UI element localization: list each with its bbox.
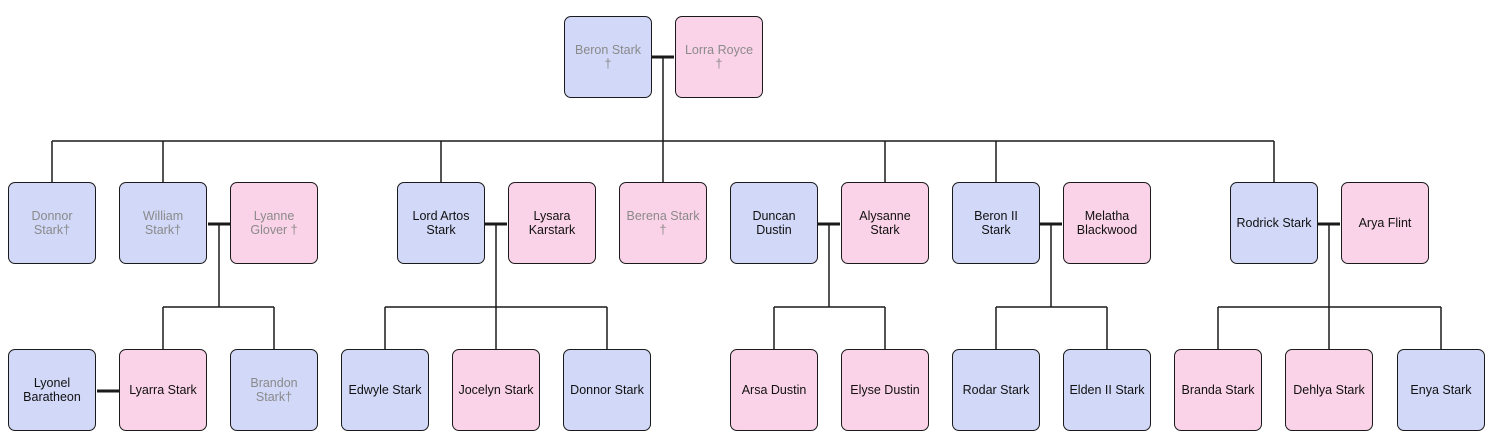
person-name: Donnor Stark: [570, 383, 644, 397]
person-name: Jocelyn Stark: [458, 383, 534, 397]
person-brandon-stark[interactable]: Brandon Stark†: [230, 349, 318, 431]
person-arya-flint[interactable]: Arya Flint: [1341, 182, 1429, 264]
person-arsa-dustin[interactable]: Arsa Dustin: [730, 349, 818, 431]
person-name: Beron Stark †: [574, 43, 641, 71]
person-melatha-blackwood[interactable]: Melatha Blackwood: [1063, 182, 1151, 264]
person-name: Rodar Stark: [962, 383, 1030, 397]
person-edwyle-stark[interactable]: Edwyle Stark: [341, 349, 429, 431]
person-dehlya-stark[interactable]: Dehlya Stark: [1285, 349, 1373, 431]
person-name: Arsa Dustin: [741, 383, 807, 397]
person-name: Elyse Dustin: [850, 383, 920, 397]
person-name: Melatha Blackwood: [1076, 209, 1138, 237]
person-name: Lorra Royce †: [684, 43, 754, 71]
person-jocelyn-stark[interactable]: Jocelyn Stark: [452, 349, 540, 431]
person-name: Dehlya Stark: [1293, 383, 1365, 397]
person-name: Berena Stark †: [626, 209, 700, 237]
person-lyanne-glover[interactable]: Lyanne Glover †: [230, 182, 318, 264]
person-alysanne-stark[interactable]: Alysanne Stark: [841, 182, 929, 264]
person-name: Rodrick Stark: [1236, 216, 1312, 230]
person-duncan-dustin[interactable]: Duncan Dustin: [730, 182, 818, 264]
person-rodrick-stark[interactable]: Rodrick Stark: [1230, 182, 1318, 264]
person-enya-stark[interactable]: Enya Stark: [1397, 349, 1485, 431]
person-name: Branda Stark: [1181, 383, 1255, 397]
person-rodar-stark[interactable]: Rodar Stark: [952, 349, 1040, 431]
person-william-stark[interactable]: William Stark†: [119, 182, 207, 264]
person-lyarra-stark[interactable]: Lyarra Stark: [119, 349, 207, 431]
person-name: Arya Flint: [1358, 216, 1412, 230]
person-elyse-dustin[interactable]: Elyse Dustin: [841, 349, 929, 431]
person-name: Lyonel Baratheon: [23, 376, 81, 404]
person-elden-ii-stark[interactable]: Elden II Stark: [1063, 349, 1151, 431]
person-lorra-royce[interactable]: Lorra Royce †: [675, 16, 763, 98]
person-beron-ii-stark[interactable]: Beron II Stark: [952, 182, 1040, 264]
person-name: Lyarra Stark: [129, 383, 197, 397]
person-lysara-karstark[interactable]: Lysara Karstark: [508, 182, 596, 264]
person-name: Enya Stark: [1410, 383, 1472, 397]
person-name: Elden II Stark: [1069, 383, 1145, 397]
person-artos-stark[interactable]: Lord Artos Stark: [397, 182, 485, 264]
person-beron-stark[interactable]: Beron Stark †: [564, 16, 652, 98]
person-lyonel-baratheon[interactable]: Lyonel Baratheon: [8, 349, 96, 431]
person-name: Duncan Dustin: [752, 209, 796, 237]
person-name: Lysara Karstark: [528, 209, 576, 237]
person-name: Beron II Stark: [974, 209, 1018, 237]
person-name: William Stark†: [142, 209, 184, 237]
person-name: Edwyle Stark: [348, 383, 422, 397]
person-donnor-stark-elder[interactable]: Donnor Stark†: [8, 182, 96, 264]
person-name: Lyanne Glover †: [250, 209, 298, 237]
person-berena-stark[interactable]: Berena Stark †: [619, 182, 707, 264]
person-name: Lord Artos Stark: [412, 209, 470, 237]
person-name: Alysanne Stark: [859, 209, 911, 237]
person-name: Brandon Stark†: [250, 376, 298, 404]
person-name: Donnor Stark†: [31, 209, 73, 237]
person-donnor-stark[interactable]: Donnor Stark: [563, 349, 651, 431]
person-branda-stark[interactable]: Branda Stark: [1174, 349, 1262, 431]
